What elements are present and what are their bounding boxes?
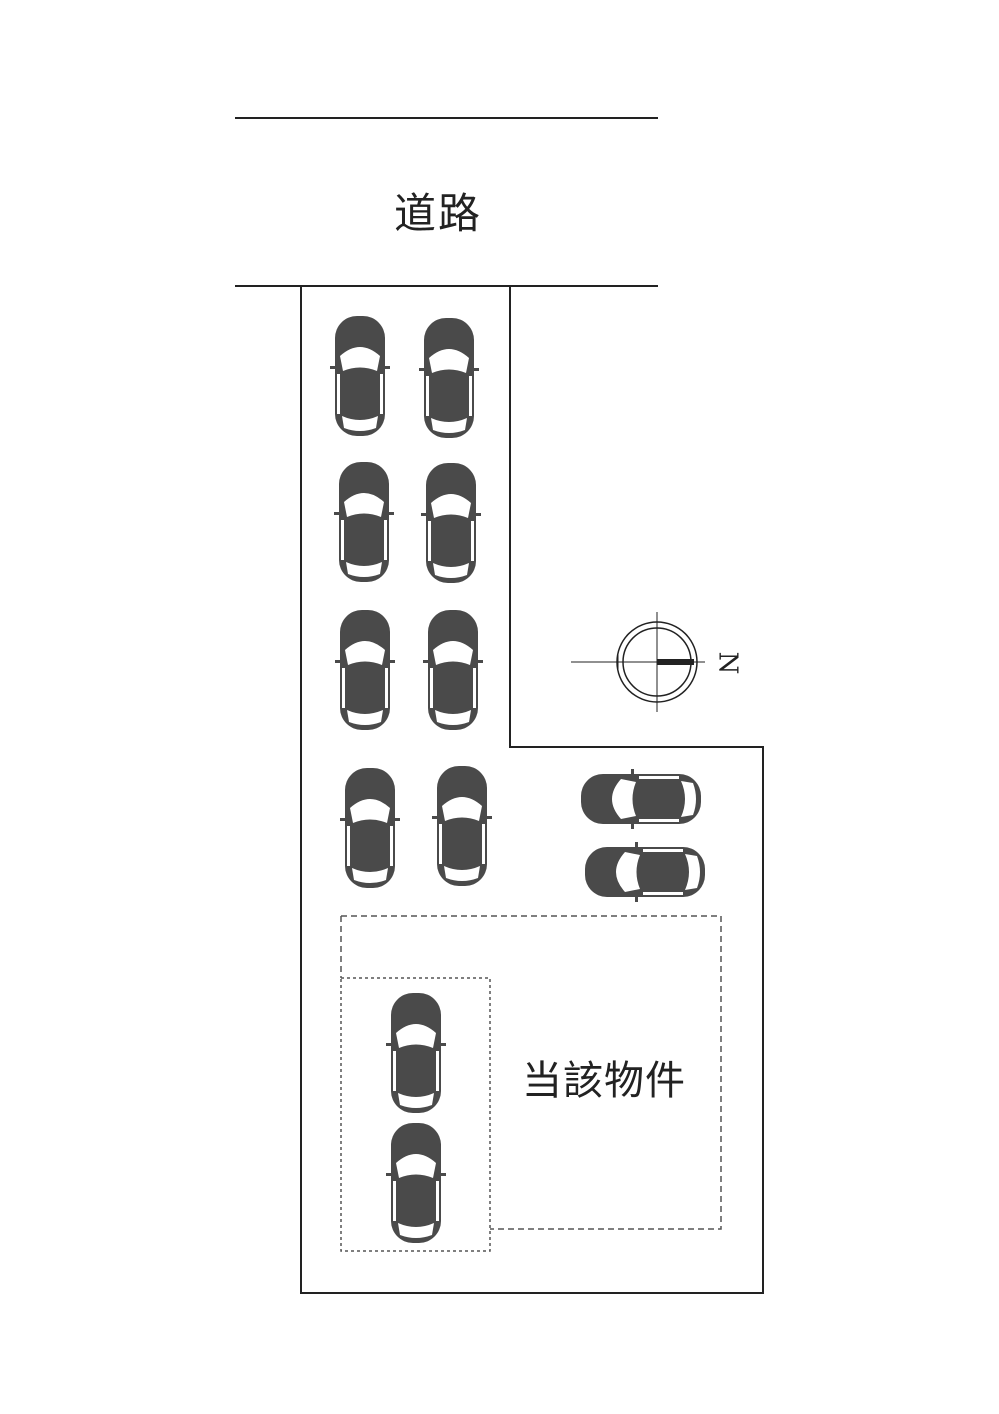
- car-icon: [386, 1123, 446, 1243]
- road: [235, 117, 658, 287]
- north-arrow-icon: [571, 612, 705, 712]
- car-icon: [432, 766, 492, 886]
- building-footprint: [340, 915, 722, 1230]
- car-icon: [386, 993, 446, 1113]
- car-icon: [585, 842, 705, 902]
- car-icon: [419, 318, 479, 438]
- car-icon: [340, 768, 400, 888]
- car-icon: [423, 610, 483, 730]
- car-icon: [421, 463, 481, 583]
- car-icon: [335, 610, 395, 730]
- garage-area: [340, 977, 491, 1252]
- north-label: N: [712, 651, 743, 675]
- road-label: 道路: [394, 189, 483, 238]
- car-icon: [581, 769, 701, 829]
- property-label: 当該物件: [522, 1058, 686, 1104]
- car-icon: [330, 316, 390, 436]
- lot-boundary: [300, 286, 764, 1294]
- car-icon: [334, 462, 394, 582]
